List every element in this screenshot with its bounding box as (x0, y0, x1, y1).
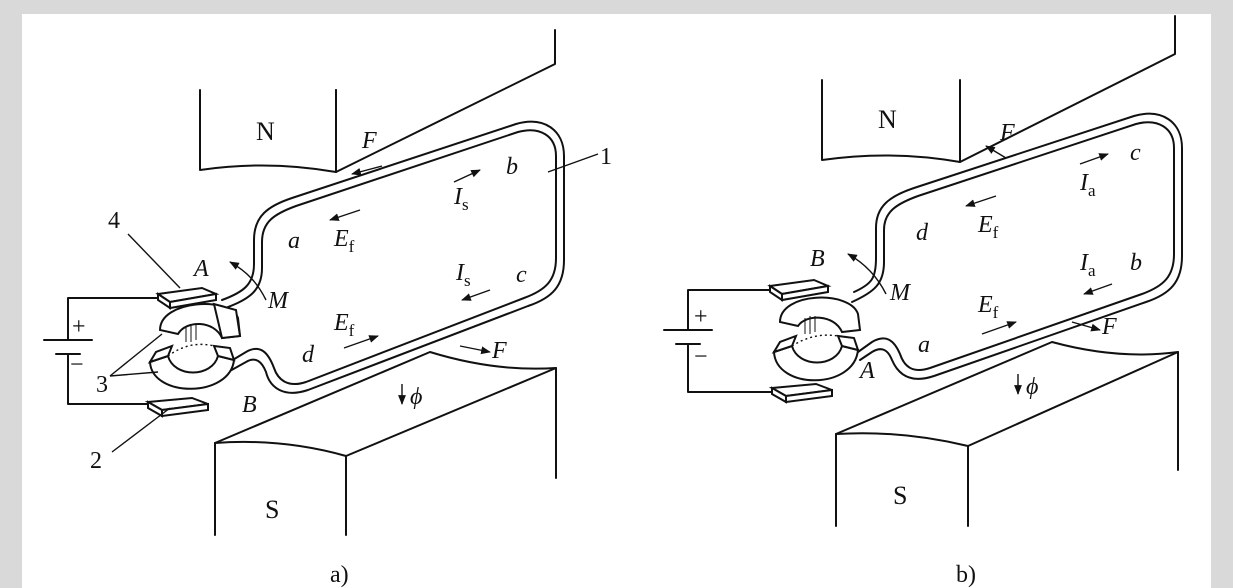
current-label-bottom: Is (455, 260, 471, 290)
south-pole: S (835, 341, 1179, 527)
leader-4 (127, 233, 181, 289)
current-arrow-bottom (461, 289, 491, 301)
emf-label-top: Ef (977, 212, 999, 242)
force-arrow-top (985, 145, 1007, 159)
part-number-4: 4 (108, 208, 120, 234)
emf-arrow-top (329, 209, 361, 221)
battery-plus: + (694, 304, 708, 330)
battery-minus: − (694, 344, 708, 370)
point-c: c (1130, 140, 1141, 166)
emf-arrow-bottom (343, 335, 379, 349)
point-c: c (516, 262, 527, 288)
north-pole: N (821, 15, 1176, 163)
emf-label-bottom: Ef (333, 310, 355, 340)
point-d: d (916, 220, 929, 246)
point-d: d (302, 342, 315, 368)
field-arrows (847, 145, 1113, 395)
point-a: a (288, 228, 300, 254)
force-arrow-bottom (1071, 321, 1101, 332)
brush-label-top: B (810, 246, 825, 272)
armature-coil (851, 112, 1183, 380)
emf-arrow-bottom (981, 321, 1017, 335)
caption-b: b) (956, 562, 976, 588)
torque-label: M (267, 288, 290, 314)
current-arrow-bottom (1083, 283, 1113, 295)
north-pole-label: N (256, 117, 275, 146)
armature-coil (219, 120, 565, 394)
figure-a: N S (43, 29, 612, 588)
south-pole-label: S (893, 481, 907, 510)
commutator-assembly (767, 278, 862, 404)
current-arrow-top (1079, 153, 1109, 165)
battery-circuit: + − (663, 289, 773, 393)
torque-arrow (229, 261, 267, 301)
torque-label: M (889, 280, 912, 306)
north-pole: N (199, 29, 556, 173)
point-a: a (918, 332, 930, 358)
battery-circuit: + − (43, 297, 159, 405)
torque-arrow (847, 253, 887, 295)
part-number-2: 2 (90, 448, 102, 474)
force-label-top: F (361, 128, 377, 154)
south-pole: S (214, 351, 557, 536)
point-b: b (1130, 250, 1142, 276)
battery-plus: + (72, 314, 86, 340)
point-b: b (506, 154, 518, 180)
force-arrow-top (351, 165, 383, 176)
part-number-3: 3 (96, 372, 108, 398)
flux-label: ϕ (1026, 374, 1038, 400)
leader-1 (547, 153, 599, 173)
current-arrow-top (453, 169, 481, 183)
force-label-bottom: F (491, 338, 507, 364)
leader-3a (109, 333, 163, 377)
south-pole-label: S (265, 495, 279, 524)
brush-label-bottom: A (858, 358, 875, 384)
caption-a: a) (330, 562, 349, 588)
force-arrow-bottom (459, 345, 491, 355)
figure-b: N S (663, 15, 1183, 588)
brush-label-top: A (192, 256, 209, 282)
flux-label: ϕ (410, 384, 422, 410)
leader-2 (111, 407, 171, 453)
emf-label-bottom: Ef (977, 292, 999, 322)
part-number-1: 1 (600, 144, 612, 170)
commutator-assembly (144, 286, 242, 418)
current-label-top: Ia (1079, 170, 1096, 200)
figure-panel (22, 14, 1211, 588)
emf-arrow-top (965, 195, 997, 207)
force-label-top: F (999, 120, 1015, 146)
current-label-top: Is (453, 184, 469, 214)
current-label-bottom: Ia (1079, 250, 1096, 280)
north-pole-label: N (878, 105, 897, 134)
emf-label-top: Ef (333, 226, 355, 256)
leader-3b (109, 371, 159, 377)
field-arrows (229, 165, 491, 405)
force-label-bottom: F (1101, 314, 1117, 340)
battery-minus: − (70, 352, 84, 378)
brush-label-bottom: B (242, 392, 257, 418)
